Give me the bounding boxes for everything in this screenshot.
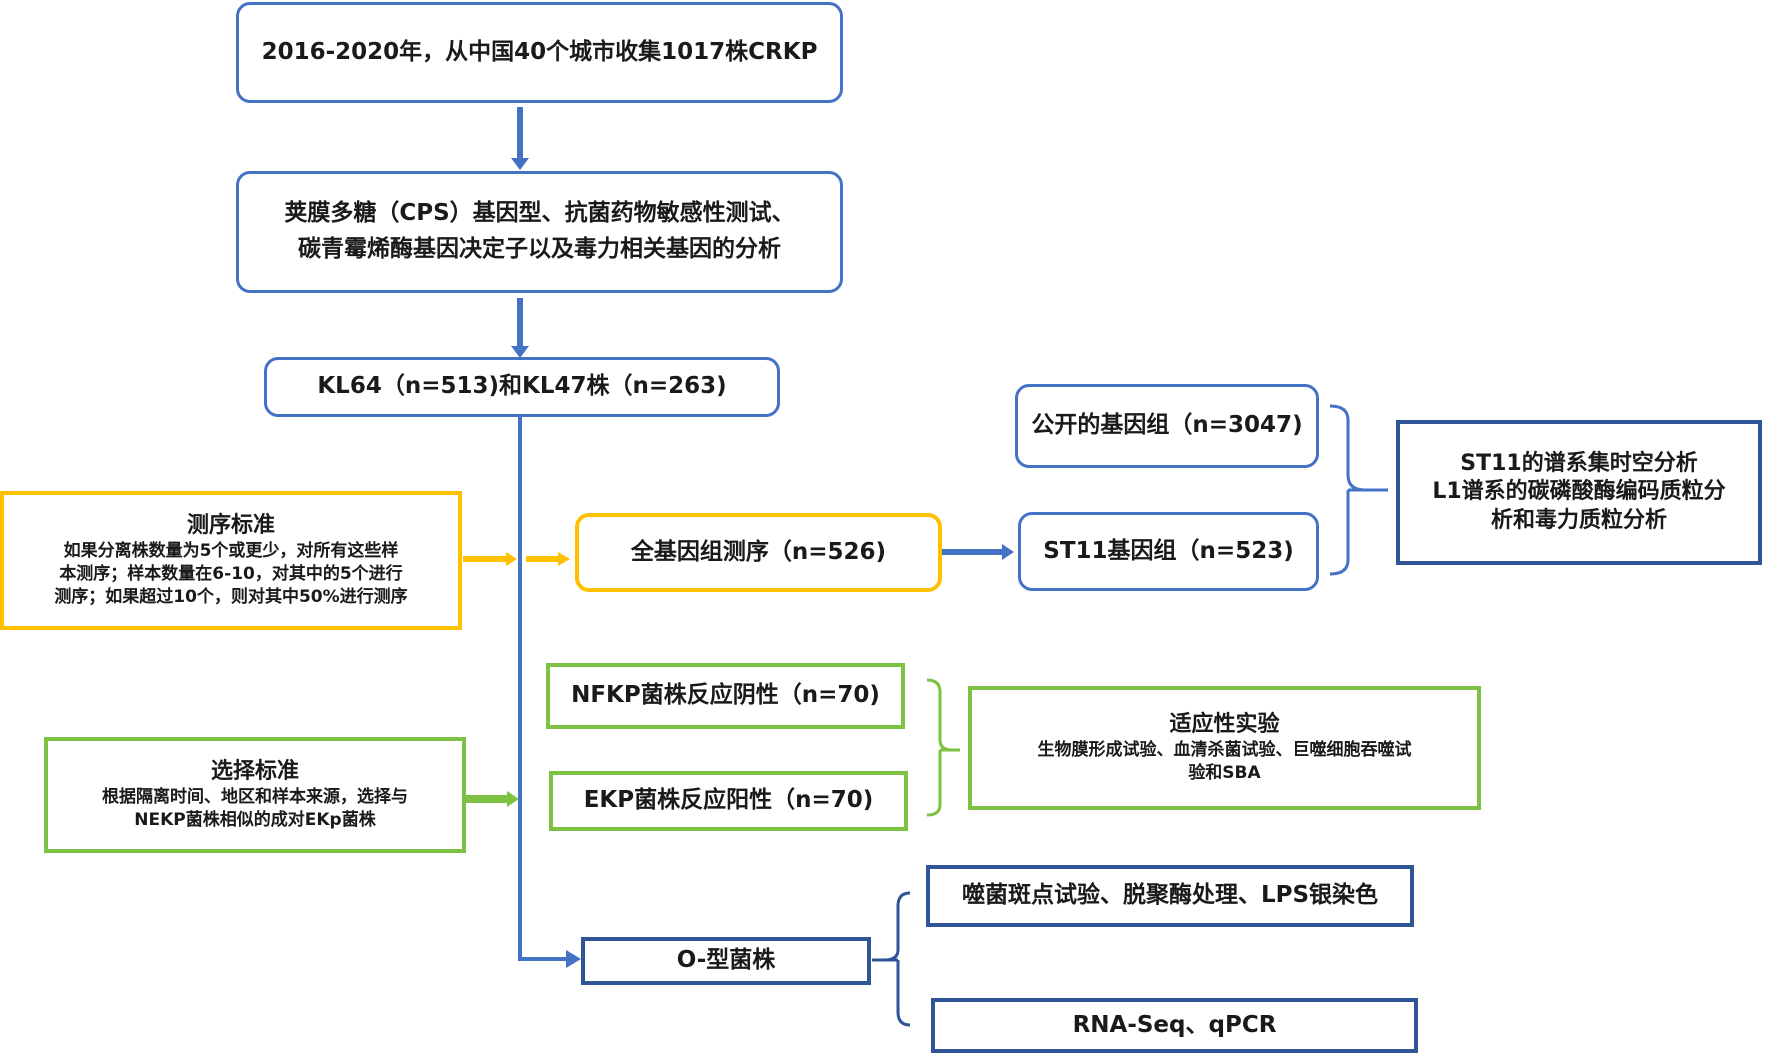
fitness-box: 适应性实验 生物膜形成试验、血清杀菌试验、巨噬细胞吞噬试 验和SBA xyxy=(968,686,1481,810)
phage-text: 噬菌斑点试验、脱聚酶处理、LPS银染色 xyxy=(961,882,1379,909)
ekp-box: EKP菌株反应阳性（n=70) xyxy=(549,771,908,831)
st11-analysis-line-1: ST11的谱系集时空分析 xyxy=(1460,450,1698,476)
st11-genomes-text: ST11基因组（n=523) xyxy=(1043,537,1294,564)
kl-text: KL64（n=513)和KL47株（n=263) xyxy=(317,373,727,400)
kl-box: KL64（n=513)和KL47株（n=263) xyxy=(264,357,780,417)
o-type-text: O-型菌株 xyxy=(676,947,776,974)
analysis-line-2: 碳青霉烯酶基因决定子以及毒力相关基因的分析 xyxy=(298,236,781,262)
sel-criteria-line-1: 根据隔离时间、地区和样本来源，选择与 xyxy=(102,787,408,808)
seq-criteria-line-3: 测序；如果超过10个，则对其中50%进行测序 xyxy=(54,587,408,608)
wgs-box: 全基因组测序（n=526) xyxy=(575,513,942,592)
bracket-o-type xyxy=(872,891,911,1027)
analysis-line-1: 荚膜多糖（CPS）基因型、抗菌药物敏感性测试、 xyxy=(284,200,795,227)
sel-criteria-line-2: NEKP菌株相似的成对EKp菌株 xyxy=(134,810,376,831)
sel-criteria-box: 选择标准 根据隔离时间、地区和样本来源，选择与 NEKP菌株相似的成对EKp菌株 xyxy=(44,737,466,853)
public-genomes-text: 公开的基因组（n=3047) xyxy=(1031,412,1303,439)
o-type-box: O-型菌株 xyxy=(581,937,871,985)
phage-box: 噬菌斑点试验、脱聚酶处理、LPS银染色 xyxy=(926,865,1414,927)
sel-criteria-title: 选择标准 xyxy=(210,758,299,784)
nfkp-box: NFKP菌株反应阴性（n=70) xyxy=(546,663,905,729)
fitness-line-2: 验和SBA xyxy=(1188,763,1261,784)
collect-text: 2016-2020年，从中国40个城市收集1017株CRKP xyxy=(261,38,818,65)
wgs-text: 全基因组测序（n=526) xyxy=(630,538,887,565)
seq-criteria-line-2: 本测序；样本数量在6-10，对其中的5个进行 xyxy=(59,564,403,585)
fitness-title: 适应性实验 xyxy=(1169,711,1280,737)
analysis-box: 荚膜多糖（CPS）基因型、抗菌药物敏感性测试、 碳青霉烯酶基因决定子以及毒力相关… xyxy=(236,171,843,293)
main-trunk-line xyxy=(518,417,568,961)
bracket-kp xyxy=(926,678,960,817)
rnaseq-text: RNA-Seq、qPCR xyxy=(1072,1011,1277,1038)
st11-analysis-line-2: L1谱系的碳磷酸酶编码质粒分 xyxy=(1432,479,1726,505)
public-genomes-box: 公开的基因组（n=3047) xyxy=(1015,384,1319,468)
collect-box: 2016-2020年，从中国40个城市收集1017株CRKP xyxy=(236,2,843,103)
bracket-genomes xyxy=(1329,404,1388,576)
st11-analysis-box: ST11的谱系集时空分析 L1谱系的碳磷酸酶编码质粒分 析和毒力质粒分析 xyxy=(1396,420,1762,565)
nfkp-text: NFKP菌株反应阴性（n=70) xyxy=(571,682,880,709)
seq-criteria-title: 测序标准 xyxy=(186,512,275,538)
rnaseq-box: RNA-Seq、qPCR xyxy=(931,998,1418,1053)
seq-criteria-line-1: 如果分离株数量为5个或更少，对所有这些样 xyxy=(63,541,399,562)
st11-analysis-line-3: 析和毒力质粒分析 xyxy=(1490,507,1667,533)
fitness-line-1: 生物膜形成试验、血清杀菌试验、巨噬细胞吞噬试 xyxy=(1037,740,1412,761)
st11-genomes-box: ST11基因组（n=523) xyxy=(1018,512,1319,591)
seq-criteria-box: 测序标准 如果分离株数量为5个或更少，对所有这些样 本测序；样本数量在6-10，… xyxy=(0,491,462,630)
ekp-text: EKP菌株反应阳性（n=70) xyxy=(583,787,874,814)
